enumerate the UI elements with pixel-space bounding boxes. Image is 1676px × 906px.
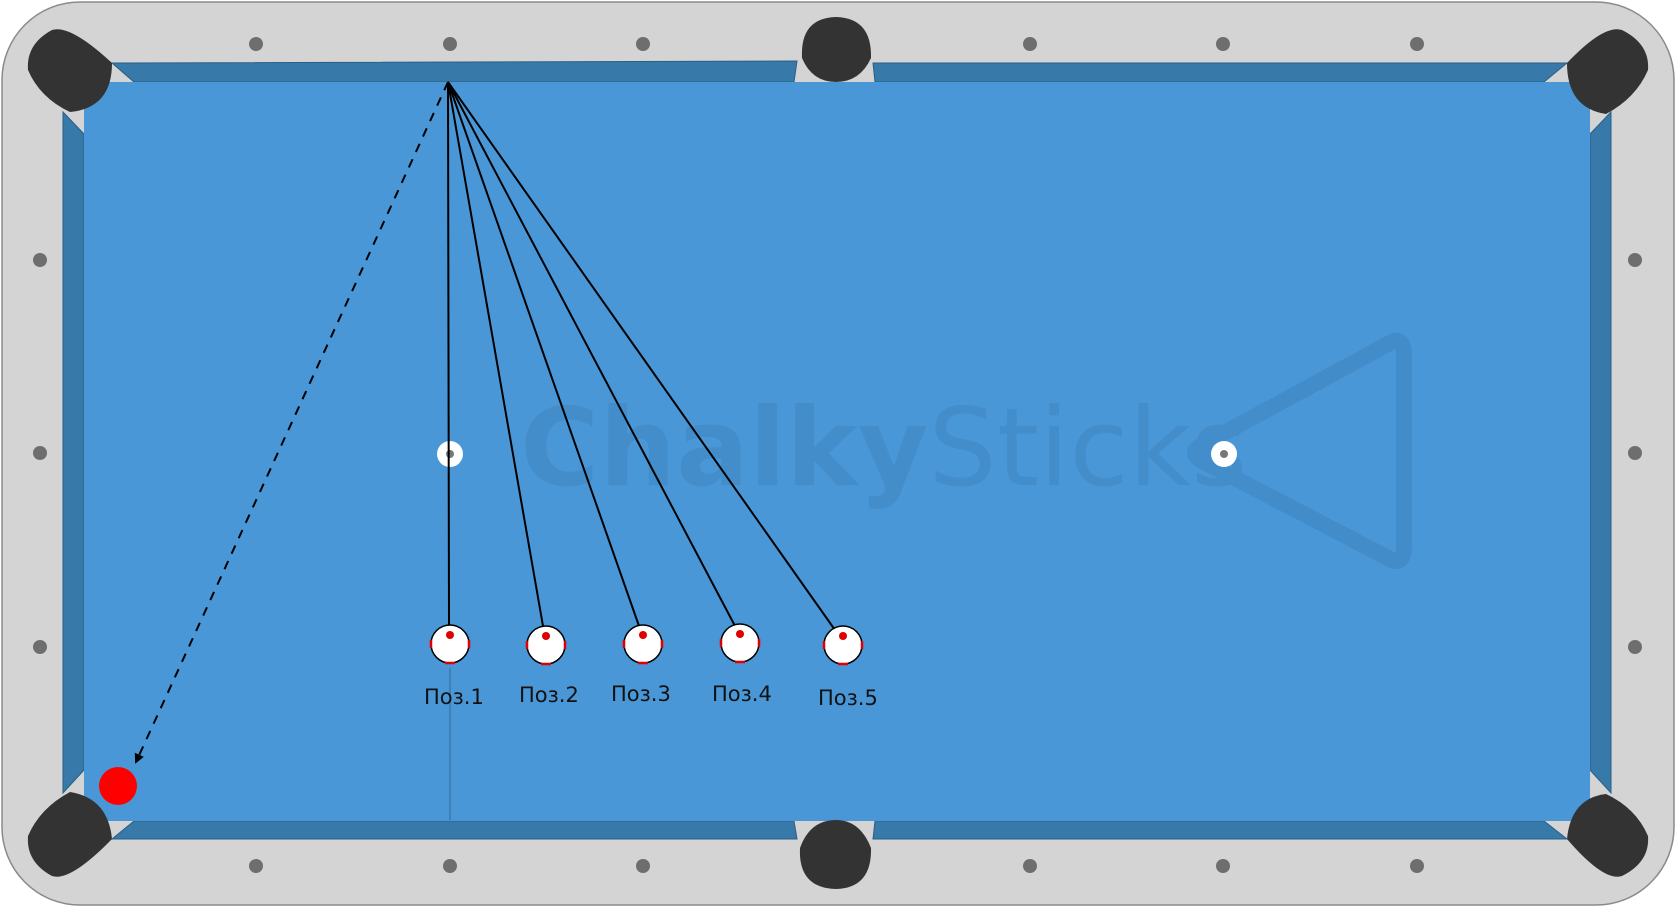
- spin-mark-icon: [736, 630, 744, 638]
- foot-spot-center: [1220, 450, 1228, 458]
- diamond: [1216, 37, 1230, 51]
- diamond: [636, 859, 650, 873]
- cue-ball: [823, 625, 863, 665]
- target-ball: [99, 767, 137, 805]
- diamond: [1628, 446, 1642, 460]
- cushion-top-left: [110, 60, 798, 83]
- diamond: [33, 253, 47, 267]
- diamond: [249, 859, 263, 873]
- aim-line-pos3: [447, 81, 640, 627]
- ball-edge-marks: [622, 640, 664, 665]
- spin-mark-icon: [446, 631, 454, 639]
- position-label-2: Поз.2: [519, 683, 579, 707]
- position-label-3: Поз.3: [611, 682, 671, 706]
- pocket-top-right: [1567, 29, 1649, 115]
- pocket-top-middle: [801, 17, 872, 82]
- pocket-top-left: [27, 29, 112, 113]
- pocket-bottom-middle: [799, 820, 872, 889]
- rebound-path-arrow: [134, 81, 449, 764]
- ball-edge-marks: [719, 639, 761, 664]
- rack-triangle-icon: [1187, 333, 1412, 569]
- cue-ball: [720, 623, 760, 663]
- diamond: [1410, 37, 1424, 51]
- table-spots: [437, 441, 1237, 467]
- cushion-bottom-left: [110, 820, 798, 840]
- diamond: [443, 37, 457, 51]
- cushion-top-right: [872, 62, 1569, 83]
- spin-mark-icon: [839, 632, 847, 640]
- cue-ball: [430, 624, 470, 664]
- watermark-logo: ChalkySticks: [520, 333, 1412, 569]
- cue-ball-pos2: [525, 625, 567, 666]
- playing-surface: [84, 82, 1590, 821]
- pocket-bottom-left: [27, 792, 112, 877]
- diamond: [33, 446, 47, 460]
- cue-ball-pos1: [429, 624, 471, 665]
- diamond: [1628, 253, 1642, 267]
- cue-ball-pos3: [622, 624, 664, 665]
- diamond: [443, 859, 457, 873]
- diamond: [1216, 859, 1230, 873]
- diamond: [33, 640, 47, 654]
- ball-edge-marks: [525, 641, 567, 666]
- aim-line-pos5: [447, 81, 836, 631]
- cushion-left: [62, 110, 85, 795]
- cue-ball: [623, 624, 663, 664]
- cushion-right: [1589, 110, 1612, 795]
- cue-ball-pos4: [719, 623, 761, 664]
- ball-edge-marks: [429, 640, 471, 665]
- cue-ball-pos5: [822, 625, 864, 666]
- aim-line-pos4: [447, 81, 736, 627]
- spin-mark-icon: [639, 631, 647, 639]
- position-label-5: Поз.5: [818, 686, 878, 710]
- watermark-part2: Sticks: [928, 386, 1247, 511]
- pockets: [27, 17, 1649, 889]
- diamonds: [33, 37, 1642, 873]
- aim-lines: [447, 81, 836, 631]
- cushion-bottom-right: [872, 820, 1569, 840]
- diamond: [1023, 37, 1037, 51]
- diamond: [636, 37, 650, 51]
- cue-ball: [526, 625, 566, 665]
- ball-edge-marks: [822, 641, 864, 666]
- svg-text:ChalkySticks: ChalkySticks: [520, 386, 1247, 511]
- diamond: [1628, 640, 1642, 654]
- position-label-4: Поз.4: [712, 682, 772, 706]
- diamond: [1410, 859, 1424, 873]
- position-label-1: Поз.1: [424, 685, 484, 709]
- spin-mark-icon: [542, 632, 550, 640]
- aim-line-pos1: [447, 81, 450, 627]
- aim-line-pos2: [447, 81, 544, 627]
- position-labels: Поз.1 Поз.2 Поз.3 Поз.4 Поз.5: [424, 682, 878, 710]
- pocket-bottom-right: [1567, 794, 1649, 877]
- diamond: [249, 37, 263, 51]
- head-spot-center: [446, 450, 454, 458]
- diamond: [1023, 859, 1037, 873]
- watermark-part1: Chalky: [520, 386, 928, 511]
